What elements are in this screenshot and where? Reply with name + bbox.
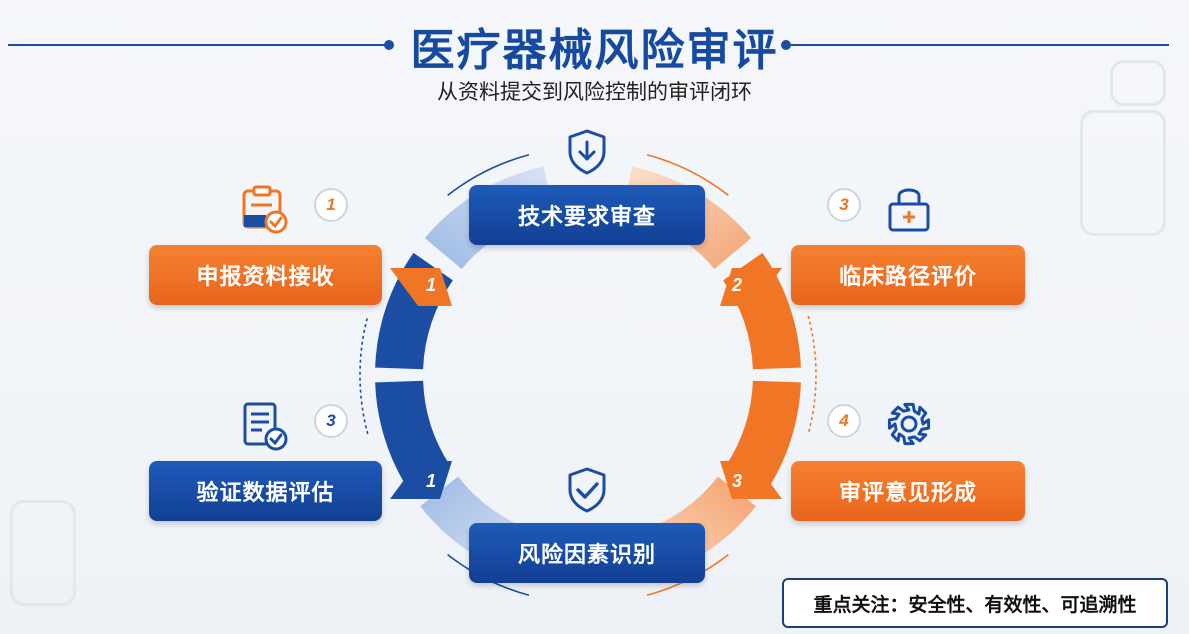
step-badge-clinical: 3 [827,188,861,222]
header-line-left [8,44,388,46]
shield-download-icon [568,129,606,175]
guide-arc-right [807,315,817,435]
step-box-opinion: 审评意见形成 [791,461,1025,521]
step-badge-opinion: 4 [827,404,861,438]
background-decoration [1080,110,1166,236]
key-focus-note: 重点关注：安全性、有效性、可追溯性 [782,578,1168,628]
document-check-icon [243,402,288,451]
guide-arc-left [359,315,369,435]
pointer-arrow-verification [390,461,452,499]
step-label: 技术要求审查 [517,204,656,229]
arrow-number-submission: 1 [425,274,436,295]
step-box-verification: 验证数据评估 [149,461,382,521]
background-decoration [1110,60,1166,106]
clipboard-check-icon [242,185,288,234]
arrow-number-clinical: 2 [731,274,742,295]
step-box-clinical: 临床路径评价 [791,245,1025,305]
step-badge-submission: 1 [314,188,348,222]
step-box-technical-review: 技术要求审查 [469,185,705,245]
step-label: 风险因素识别 [517,542,656,567]
gear-icon [887,402,931,446]
pointer-arrow-clinical [720,268,782,306]
pointer-arrow-submission [390,268,452,306]
step-label: 申报资料接收 [196,264,335,289]
pointer-arrow-opinion [720,461,782,499]
header-dot-right [781,40,791,50]
shield-check-icon [568,467,606,513]
key-focus-text: 重点关注：安全性、有效性、可追溯性 [813,594,1137,616]
step-box-risk-identification: 风险因素识别 [469,523,705,583]
gear-teeth [887,402,931,446]
background-decoration [10,500,76,606]
step-box-submission: 申报资料接收 [149,245,382,305]
guide-arc-top-right [646,153,729,196]
header-dot-left [384,40,394,50]
header-line-right [791,44,1169,46]
arrow-number-opinion: 3 [731,470,742,491]
page-title: 医疗器械风险审评 [410,26,779,75]
lock-icon [888,188,930,232]
arrow-number-verification: 1 [425,470,436,491]
step-label: 临床路径评价 [838,264,977,289]
step-badge-verification: 3 [314,404,348,438]
page-subtitle: 从资料提交到风险控制的审评闭环 [437,81,752,104]
step-label: 审评意见形成 [838,480,977,505]
step-label: 验证数据评估 [196,480,335,505]
guide-arc-top-left [447,153,530,196]
